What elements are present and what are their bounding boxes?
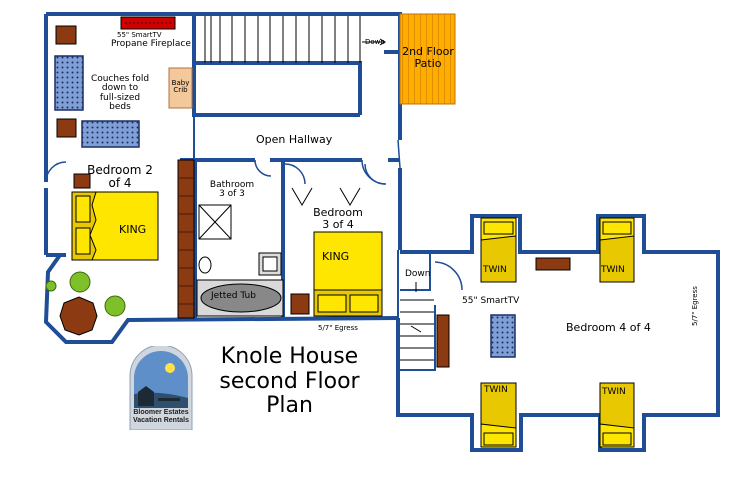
bedroom2-line-2: of 4	[108, 175, 132, 190]
dresser-bed4	[535, 257, 571, 271]
king-bed-3	[313, 231, 383, 317]
bathroom-line-1: Bathroom	[209, 180, 255, 190]
twin-bed-1	[480, 217, 517, 283]
title-line-3: Plan	[266, 393, 313, 419]
baby-crib-line-2: Crib	[173, 86, 188, 95]
bedroom3-closet	[291, 187, 361, 206]
king-bed-2	[71, 191, 159, 261]
twin-label-2: TWIN	[601, 265, 625, 275]
couches-label: Couches fold down to full-sized beds	[84, 74, 156, 113]
egress-label-bottom: 5/7" Egress	[318, 324, 358, 332]
patio-deck	[399, 13, 456, 105]
bedroom2-line-1: Bedroom 2	[87, 163, 153, 177]
toilet	[198, 256, 212, 274]
king-label-bedroom3: KING	[322, 250, 350, 263]
tv-label-top: 55" SmartTV	[117, 31, 162, 39]
right-stairs	[400, 282, 434, 361]
bedroom3-line-1: Bedroom	[313, 206, 363, 219]
twin-label-1: TWIN	[483, 265, 507, 275]
patio-line-1: 2nd Floor	[402, 45, 454, 58]
baby-crib-line-1: Baby	[171, 79, 190, 87]
jetted-tub	[200, 283, 282, 313]
jetted-tub-label: Jetted Tub	[211, 291, 256, 301]
title-line-2: second Floor	[219, 368, 360, 394]
couches-line-3: full-sized	[99, 92, 141, 103]
logo-caption: Bloomer Estates Vacation Rentals	[128, 409, 194, 425]
bedroom2-label: Bedroom 2 of 4	[84, 164, 156, 189]
logo-line-2: Vacation Rentals	[132, 417, 190, 425]
top-stairs	[204, 16, 386, 63]
nightstand-top-left	[55, 25, 77, 45]
twin-bed-2	[599, 217, 635, 283]
nightstand-bed3	[290, 293, 310, 315]
ottoman-bed4	[490, 314, 516, 358]
bay-window-wall	[43, 253, 399, 344]
patio-line-2: Patio	[414, 56, 442, 70]
twin-bed-4	[599, 382, 635, 448]
down-label-top: Down	[365, 38, 385, 46]
couches-line-4: beds	[109, 102, 131, 113]
baby-crib-label: Baby Crib	[169, 79, 192, 95]
dresser-lines	[178, 177, 194, 305]
tv-console	[436, 314, 450, 368]
sofa-bottom	[81, 120, 140, 148]
title-line-1: Knole House	[220, 344, 359, 369]
twin-label-4: TWIN	[602, 387, 626, 397]
logo-line-1: Bloomer Estates	[133, 409, 189, 416]
tv-label-right: 55" SmartTV	[462, 296, 520, 306]
patio-label: 2nd Floor Patio	[400, 46, 456, 69]
egress-label-side: 5/7" Egress	[691, 286, 699, 326]
sofa-left	[54, 55, 84, 111]
bathroom-line-2: 3 of 3	[219, 189, 245, 200]
baby-crib	[168, 67, 193, 109]
fireplace-label: Propane Fireplace	[111, 39, 191, 49]
couches-line-1: Couches fold	[90, 74, 150, 84]
nightstand-bed2	[73, 173, 91, 189]
twin-label-3: TWIN	[484, 385, 508, 395]
plan-title: Knole House second Floor Plan	[202, 344, 377, 419]
plant-2	[104, 295, 126, 317]
plant-1	[69, 271, 91, 293]
dresser-bed2	[177, 159, 195, 319]
bathroom-label: Bathroom 3 of 3	[200, 180, 264, 200]
king-label-bedroom2: KING	[119, 223, 147, 236]
down-label-right: Down	[405, 269, 431, 279]
bedroom3-label: Bedroom 3 of 4	[306, 207, 370, 230]
bedroom4-label: Bedroom 4 of 4	[566, 321, 651, 334]
fireplace	[120, 16, 176, 30]
couches-line-2: down to	[101, 83, 139, 94]
twin-bed-3	[480, 382, 517, 448]
door-swings	[45, 139, 463, 291]
plant-3	[45, 280, 57, 292]
interior-thin-walls	[193, 115, 436, 371]
hallway-label: Open Hallway	[256, 133, 333, 146]
end-table-left	[56, 118, 77, 138]
right-wing-wall	[396, 214, 720, 452]
bloomer-estates-logo	[129, 346, 193, 430]
round-table-2	[59, 296, 98, 336]
bedroom3-line-2: 3 of 4	[322, 217, 354, 231]
